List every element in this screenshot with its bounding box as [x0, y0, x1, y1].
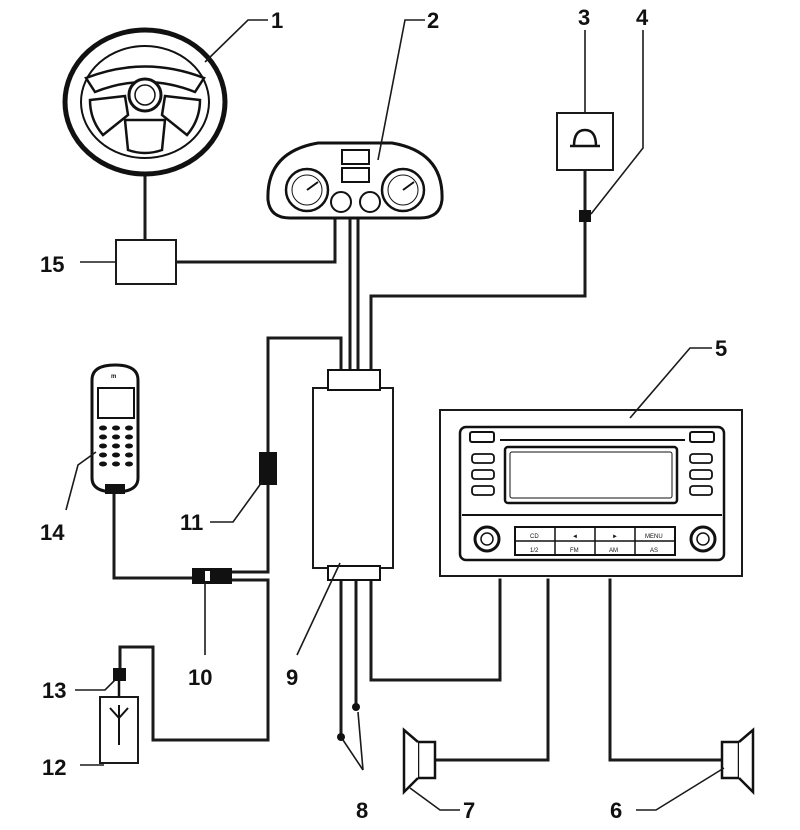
- connector-13: [113, 668, 126, 681]
- preset-button-right-1[interactable]: [689, 453, 713, 464]
- wire-end-8-left: [337, 733, 345, 741]
- eject-right-button[interactable]: [689, 431, 715, 443]
- label-1: 1: [271, 8, 283, 33]
- instrument-cluster-icon: [266, 141, 444, 220]
- microphone-icon: [556, 112, 614, 171]
- wire-phone-to-10: [112, 490, 194, 580]
- label-3: 3: [578, 5, 590, 30]
- connector-11: [259, 452, 277, 485]
- preset-button-left-3[interactable]: [471, 485, 495, 496]
- radio-button-cd[interactable]: CD: [530, 534, 539, 540]
- connector-4: [579, 210, 591, 222]
- control-unit-9: [312, 369, 394, 581]
- label-4: 4: [636, 5, 649, 30]
- speaker-6-icon: [720, 727, 755, 796]
- preset-button-right-2[interactable]: [689, 469, 713, 480]
- wire-mic-to-9: [369, 168, 587, 372]
- radio-button-prev[interactable]: ◄: [572, 534, 578, 540]
- tuning-knob[interactable]: [689, 525, 717, 553]
- eject-left-button[interactable]: [469, 431, 495, 443]
- antenna-module-icon: [99, 696, 139, 764]
- label-6: 6: [610, 798, 622, 823]
- radio-button-as[interactable]: AS: [650, 548, 658, 554]
- label-13: 13: [42, 678, 66, 703]
- radio-button-menu[interactable]: MENU: [645, 534, 663, 540]
- phone-logo: m: [111, 374, 116, 380]
- label-11: 11: [180, 510, 203, 535]
- preset-button-left-1[interactable]: [471, 453, 495, 464]
- label-14: 14: [40, 520, 65, 545]
- radio-button-half[interactable]: 1/2: [530, 548, 539, 554]
- label-5: 5: [715, 336, 727, 361]
- wires: [112, 168, 724, 762]
- radio-display: [503, 445, 679, 505]
- radio-button-fm[interactable]: FM: [570, 548, 579, 554]
- label-7: 7: [463, 798, 475, 823]
- label-10: 10: [188, 665, 212, 690]
- radio-button-am[interactable]: AM: [609, 548, 618, 554]
- wire-radio-to-6: [608, 578, 724, 762]
- control-box-15: [115, 239, 177, 285]
- connector-10: [192, 568, 232, 584]
- label-2: 2: [427, 8, 439, 33]
- wire-9-to-radio: [369, 578, 502, 682]
- wire-10-to-antenna: [118, 578, 270, 742]
- leader-lines: [65, 19, 725, 811]
- radio-unit-5: CD ◄ ► MENU 1/2 FM AM AS: [439, 409, 743, 577]
- preset-button-right-3[interactable]: [689, 485, 713, 496]
- wire-9-to-11: [266, 336, 343, 454]
- volume-knob[interactable]: [473, 525, 501, 553]
- steering-wheel-icon: [62, 27, 228, 177]
- label-12: 12: [42, 755, 66, 780]
- wire-end-8-right: [352, 703, 360, 711]
- wire-11-to-10: [230, 483, 270, 574]
- number-labels: 1 2 3 4 5 6 7 8 9 10 11 12 13 14 15: [40, 5, 727, 823]
- label-8: 8: [356, 798, 368, 823]
- preset-button-left-2[interactable]: [471, 469, 495, 480]
- wire-15-to-cluster: [174, 213, 337, 264]
- label-15: 15: [40, 252, 64, 277]
- phone-icon: m: [90, 363, 140, 494]
- wire-radio-to-7: [433, 578, 550, 762]
- label-9: 9: [286, 665, 298, 690]
- speaker-7-icon: [402, 727, 437, 796]
- radio-button-next[interactable]: ►: [612, 534, 618, 540]
